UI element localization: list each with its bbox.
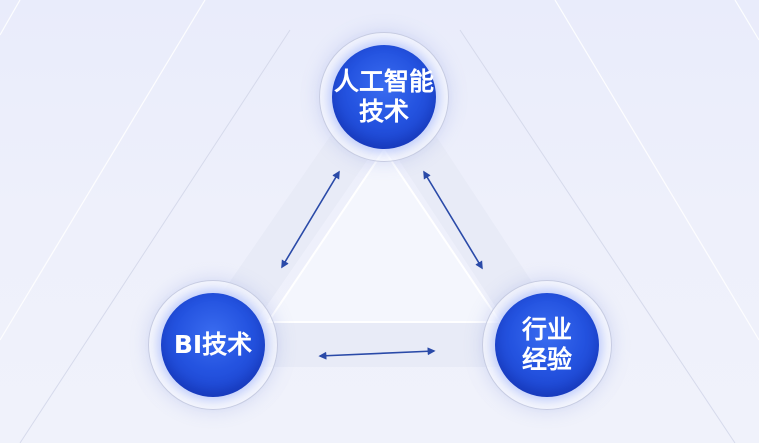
node-industry-core: 行业 经验 — [495, 293, 599, 397]
background-lines-faint — [19, 29, 736, 443]
node-industry-experience: 行业 经验 — [482, 280, 612, 410]
node-bi-label: BI技术 — [173, 330, 253, 359]
node-ai-technology: 人工智能 技术 — [319, 32, 449, 162]
arrow-bi-industry — [318, 347, 436, 360]
background-lines — [0, 0, 759, 340]
node-bi-technology: BI技术 — [148, 280, 278, 410]
node-ai-label-line1: 人工智能 — [333, 67, 434, 96]
node-industry-label-line2: 经验 — [521, 345, 572, 374]
arrow-ai-industry — [423, 170, 483, 270]
node-ai-core: 人工智能 技术 — [332, 45, 436, 149]
node-ai-label-line2: 技术 — [358, 97, 409, 126]
node-industry-label-line1: 行业 — [521, 315, 572, 344]
node-bi-core: BI技术 — [161, 293, 265, 397]
arrow-ai-bi — [281, 170, 340, 269]
